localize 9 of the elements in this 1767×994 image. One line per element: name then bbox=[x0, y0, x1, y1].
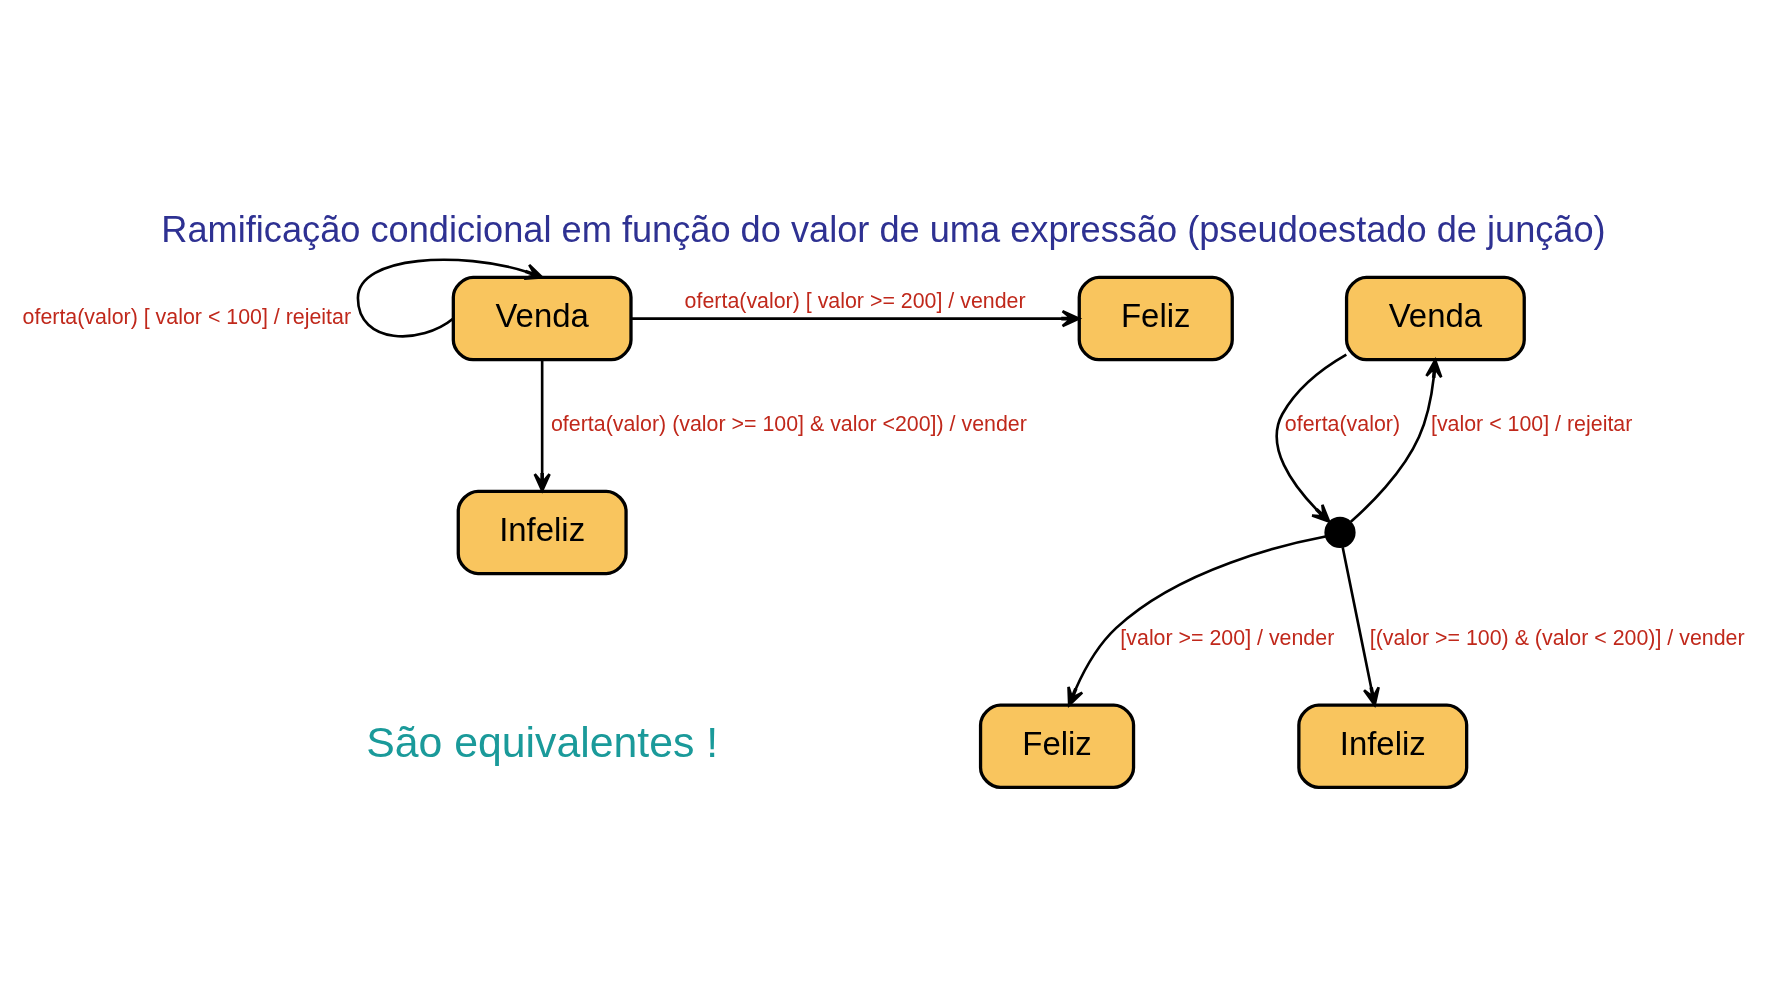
diagram-title: Ramificação condicional em função do valor de uma expressão (pseudoestado de junção) bbox=[161, 209, 1606, 251]
edge-label: oferta(valor) [ valor < 100] / rejeitar bbox=[22, 305, 352, 330]
edge-label: oferta(valor) bbox=[1284, 412, 1401, 437]
edge-label: oferta(valor) (valor >= 100] & valor <200]) / vender bbox=[550, 412, 1027, 437]
edge-label: [(valor >= 100) & (valor < 200)] / vender bbox=[1369, 625, 1745, 650]
edge-label: [valor >= 200] / vender bbox=[1120, 625, 1335, 650]
edge-label: oferta(valor) [ valor >= 200] / vender bbox=[684, 288, 1026, 313]
label: São equivalentes ! bbox=[366, 717, 719, 766]
edge-label: [valor < 100] / rejeitar bbox=[1430, 412, 1633, 437]
